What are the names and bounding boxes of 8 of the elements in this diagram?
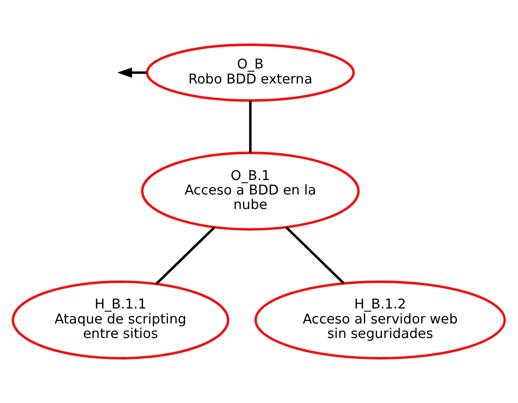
arrow [117,67,147,78]
connector [155,226,216,285]
node-ellipse: H_B.1.1 Ataque de scripting entre sitios [12,280,230,360]
connector [249,100,252,153]
node-ellipse: O_B Robo BDD externa [146,44,355,102]
node-ellipse: O_B.1 Acceso a BDD en la nube [140,152,360,231]
node-ellipse: H_B.1.2 Acceso al servidor web sin seguridades [254,280,506,360]
connector [285,226,344,284]
